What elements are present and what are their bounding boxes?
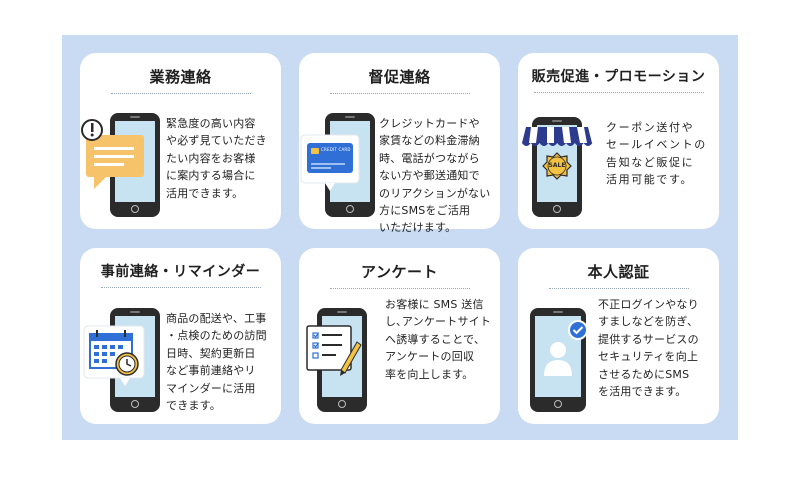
card-title: アンケート xyxy=(299,261,500,289)
card-desc: 不正ログインやなり すましなどを防ぎ、 提供するサービスの セキュリティを向上 … xyxy=(598,298,699,399)
card-desc: お客様に SMS 送信 し､アンケートサイト へ誘導することで、 アンケートの回… xyxy=(385,298,492,381)
card-title: 事前連絡・リマインダー xyxy=(80,261,281,288)
card-label: CREDIT CARD xyxy=(321,147,351,152)
card-desc: 緊急度の高い内容 や必ず見ていただき たい内容をお客様 に案内する場合に 活用で… xyxy=(166,117,267,200)
card-desc: 商品の配送や、工事 ・点検のための訪問 日時、契約更新日 など事前連絡やリ マイ… xyxy=(166,312,267,413)
message-alert-icon xyxy=(80,105,170,225)
use-case-panel: 業務連絡 緊急度の高い内容 や必ず見ていただき たい内容をお客様 に案内する場合… xyxy=(62,35,738,440)
credit-card-icon: CREDIT CARD xyxy=(299,105,389,225)
survey-checklist-icon xyxy=(299,300,389,420)
card-title: 業務連絡 xyxy=(80,66,281,94)
card-dunning-contact: 督促連絡 CREDIT CARD クレジットカードや 家賃などの料金滞納 時、電… xyxy=(299,53,500,234)
card-desc: クレジットカードや 家賃などの料金滞納 時、電話がつながら ない方や郵送通知で … xyxy=(379,117,491,235)
card-business-contact: 業務連絡 緊急度の高い内容 や必ず見ていただき たい内容をお客様 に案内する場合… xyxy=(80,53,281,229)
user-verified-icon xyxy=(518,300,608,420)
card-title: 販売促進・プロモーション xyxy=(518,66,719,93)
sale-shop-icon: SALE xyxy=(518,105,608,225)
card-advance-notice: 事前連絡・リマインダー 商品の配送や、工事 ・点検の xyxy=(80,248,281,424)
card-identity-verification: 本人認証 不正ログインやなり すましなどを防ぎ、 提供するサービスの セキュリテ… xyxy=(518,248,719,424)
card-sales-promotion: 販売促進・プロモーション SALE クーポン送付や セールイベントの 告知など販… xyxy=(518,53,719,229)
card-desc: クーポン送付や セールイベントの 告知など販促に 活用可能です。 xyxy=(606,121,707,187)
calendar-clock-icon xyxy=(80,300,170,420)
sale-badge-label: SALE xyxy=(548,162,566,169)
card-survey: アンケート お客様に SMS 送信 し､アンケートサイト へ誘導することで、 ア… xyxy=(299,248,500,424)
card-title: 本人認証 xyxy=(518,261,719,289)
card-title: 督促連絡 xyxy=(299,66,500,94)
